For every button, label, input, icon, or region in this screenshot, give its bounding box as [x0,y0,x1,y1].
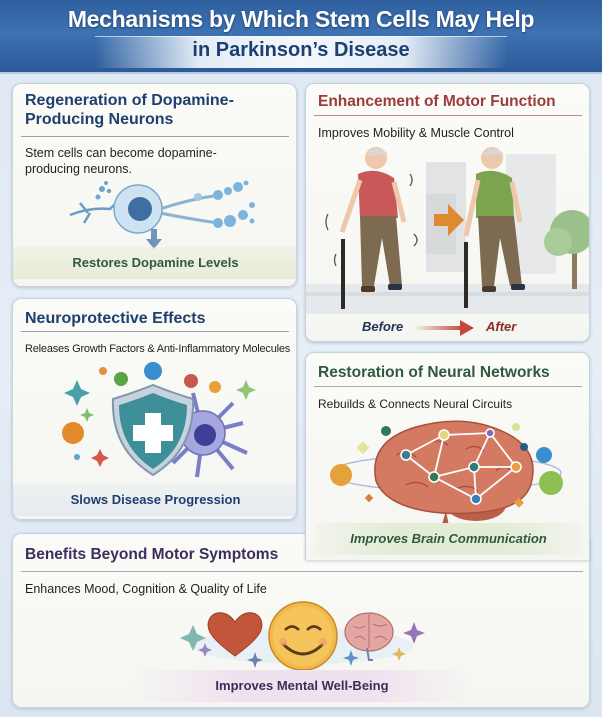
card-neuroprotective: Neuroprotective Effects Releases Growth … [12,298,297,520]
title-divider [21,136,289,137]
brain-network-icon [326,415,566,533]
heart-smiley-brain-icon [173,596,433,674]
card-title: Benefits Beyond Motor Symptoms [25,546,279,563]
card-description: Rebuilds & Connects Neural Circuits [318,397,513,411]
down-arrow-icon [146,229,162,249]
card-title: Enhancement of Motor Function [318,93,556,110]
shield-neuron-icon [53,361,283,481]
outcome-text: Improves Brain Communication [350,531,547,546]
outcome-text: Restores Dopamine Levels [72,255,239,270]
card-description: Enhances Mood, Cognition & Quality of Li… [25,582,267,596]
title-divider [21,571,583,572]
page-title: Mechanisms by Which Stem Cells May Help [67,6,535,32]
stem-cell-neuron-icon [68,179,268,239]
title-divider [21,331,289,332]
card-description: Stem cells can become dopamine-producing… [25,146,217,176]
card-regeneration: Regeneration of Dopamine- Producing Neur… [12,83,297,287]
outcome-text: Slows Disease Progression [70,492,241,507]
after-label: After [486,319,517,334]
page-subtitle: in Parkinson’s Disease [192,39,410,61]
subtitle-band [95,36,507,68]
title-divider [314,386,582,387]
walking-elderly-man-icon [306,144,589,314]
before-label: Before [362,319,404,334]
outcome-banner: Improves Mental Well-Being [133,670,471,702]
outcome-banner: Improves Brain Communication [316,523,581,555]
outcome-text: Improves Mental Well-Being [215,678,389,693]
title-divider [314,115,582,116]
card-description: Releases Growth Factors & Anti-Inflammat… [25,343,291,355]
header-banner: Mechanisms by Which Stem Cells May Help … [0,0,602,74]
before-after-arrow-icon [414,320,474,336]
card-description: Improves Mobility & Muscle Control [318,126,514,140]
outcome-banner: Slows Disease Progression [13,484,296,516]
card-title: Neuroprotective Effects [25,310,206,327]
card-beyond-motor: Benefits Beyond Motor Symptoms Enhances … [12,533,590,708]
outcome-banner: Restores Dopamine Levels [13,247,296,279]
card-neural-networks: Restoration of Neural Networks Rebuilds … [305,352,590,560]
card-motor-function: Enhancement of Motor Function Improves M… [305,83,590,342]
card-title: Regeneration of Dopamine- Producing Neur… [25,92,234,128]
card-title: Restoration of Neural Networks [318,364,550,381]
